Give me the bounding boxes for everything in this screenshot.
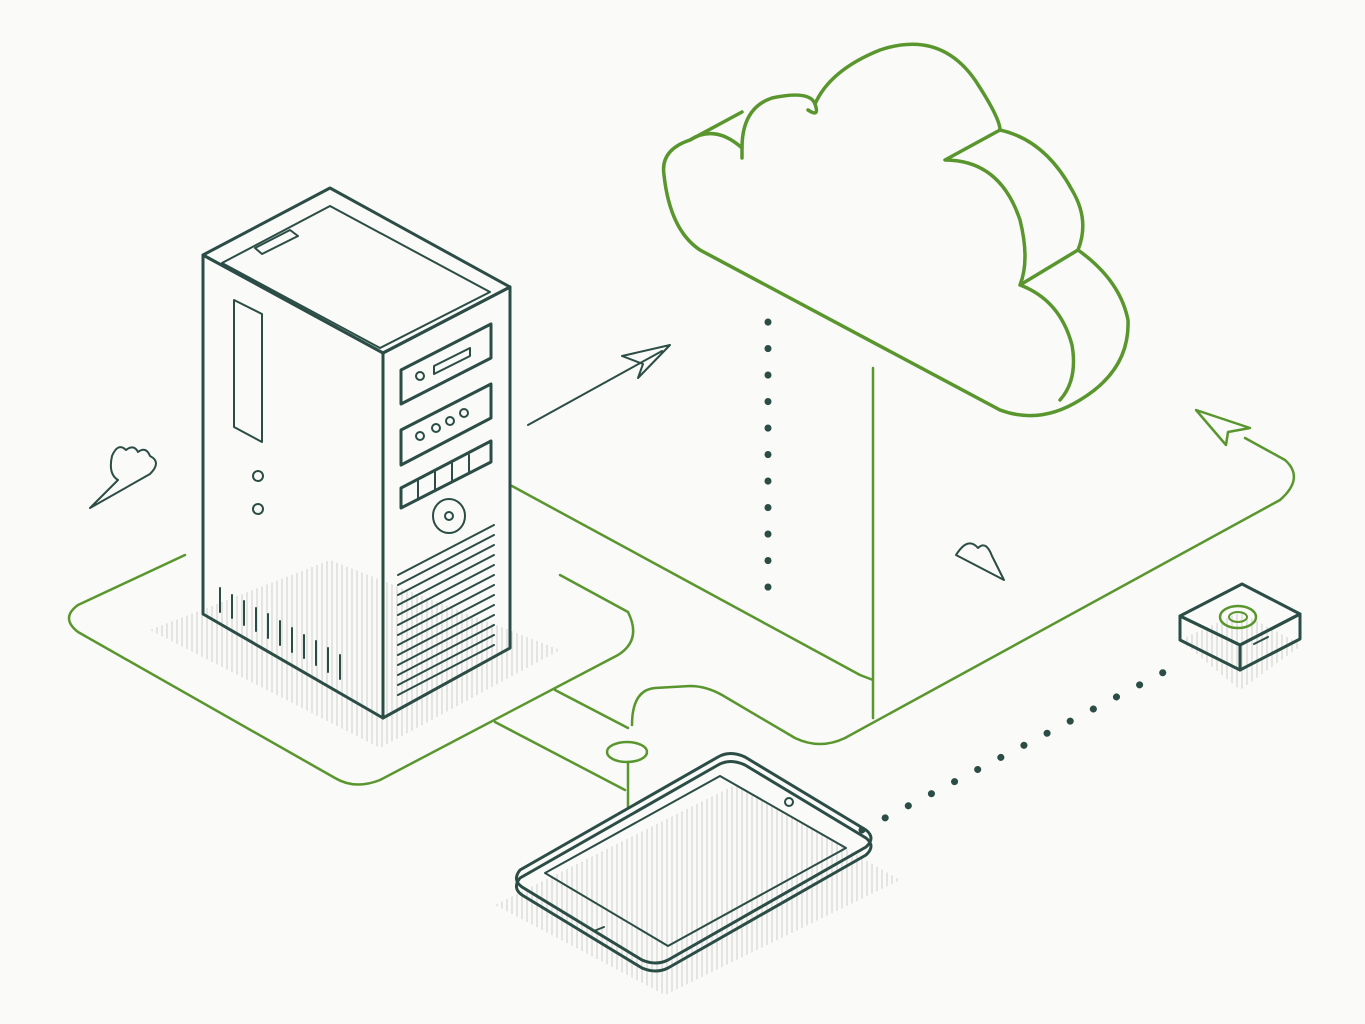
- network-bus-line: [630, 436, 1295, 746]
- connector-joint: [605, 740, 649, 764]
- small-cloud-icon: [89, 446, 157, 509]
- front-vents: [219, 587, 341, 680]
- side-grille: [397, 524, 495, 696]
- server-platform: [67, 553, 635, 786]
- server-tower-icon: [201, 186, 512, 720]
- server-to-network-line: [510, 484, 875, 682]
- platform-to-tablet-line: [553, 688, 630, 730]
- brand-logo: [1218, 604, 1258, 630]
- indicator-light: [252, 470, 264, 482]
- power-button-icon: [432, 498, 466, 534]
- ground-shadows: [150, 560, 1302, 995]
- drive-bays: [399, 322, 493, 510]
- arrow-server-to-cloud: [527, 344, 671, 426]
- status-panel: [233, 299, 263, 443]
- server-to-tablet-line: [493, 720, 627, 792]
- arrow-network-to-cloud: [1194, 408, 1252, 447]
- tablet-icon: [515, 752, 873, 973]
- tablet-router-dotted-line: [858, 666, 1172, 834]
- small-cloud-icon: [955, 542, 1005, 581]
- router-slot: [1253, 636, 1269, 645]
- cloud-icon: [661, 42, 1130, 418]
- network-device-icon: [1178, 582, 1302, 672]
- home-button: [593, 926, 605, 932]
- indicator-light: [252, 503, 264, 515]
- camera-dot: [784, 797, 794, 807]
- connector-lines: [493, 318, 1295, 834]
